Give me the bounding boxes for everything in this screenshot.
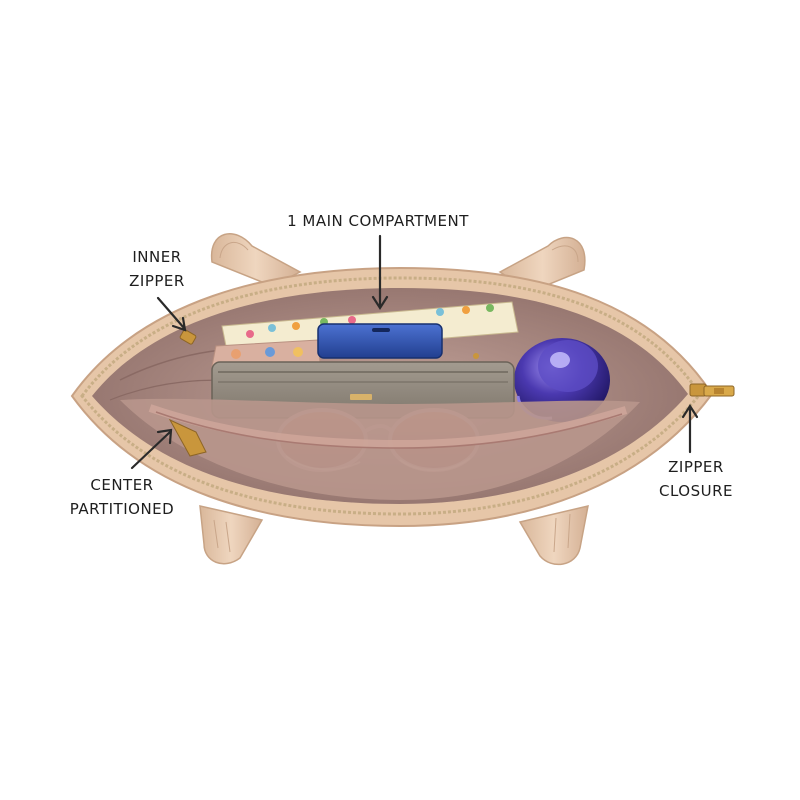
center-partition-pocket bbox=[120, 398, 640, 500]
top-left-handle bbox=[210, 233, 302, 287]
callout-main-compartment: 1 MAIN COMPARTMENT bbox=[278, 209, 478, 233]
callout-inner-zipper-line2: ZIPPER bbox=[129, 272, 185, 290]
arrow-inner-zipper bbox=[156, 296, 187, 332]
arrow-zipper-closure bbox=[681, 403, 699, 454]
callout-zipper-closure-line2: CLOSURE bbox=[658, 482, 733, 500]
callout-inner-zipper: INNER ZIPPER bbox=[122, 245, 192, 293]
callout-center-partitioned-line1: CENTER bbox=[90, 476, 154, 494]
callout-zipper-closure-line1: ZIPPER bbox=[668, 458, 724, 476]
bottom-right-handle bbox=[518, 505, 589, 566]
smartphone bbox=[317, 323, 443, 359]
callout-zipper-closure: ZIPPER CLOSURE bbox=[650, 455, 742, 503]
inner-zipper-pull bbox=[179, 329, 197, 345]
callout-main-compartment-line1: 1 MAIN COMPARTMENT bbox=[287, 212, 469, 230]
inner-pocket-zipper-pull bbox=[168, 418, 207, 457]
callout-center-partitioned: CENTER PARTITIONED bbox=[62, 473, 182, 521]
arrow-center-partitioned bbox=[130, 428, 173, 470]
main-zipper-pull bbox=[689, 383, 735, 397]
callout-center-partitioned-line2: PARTITIONED bbox=[69, 500, 175, 518]
arrow-main-compartment bbox=[371, 234, 389, 311]
callout-inner-zipper-line1: INNER bbox=[132, 248, 182, 266]
bottom-left-handle bbox=[199, 505, 264, 565]
